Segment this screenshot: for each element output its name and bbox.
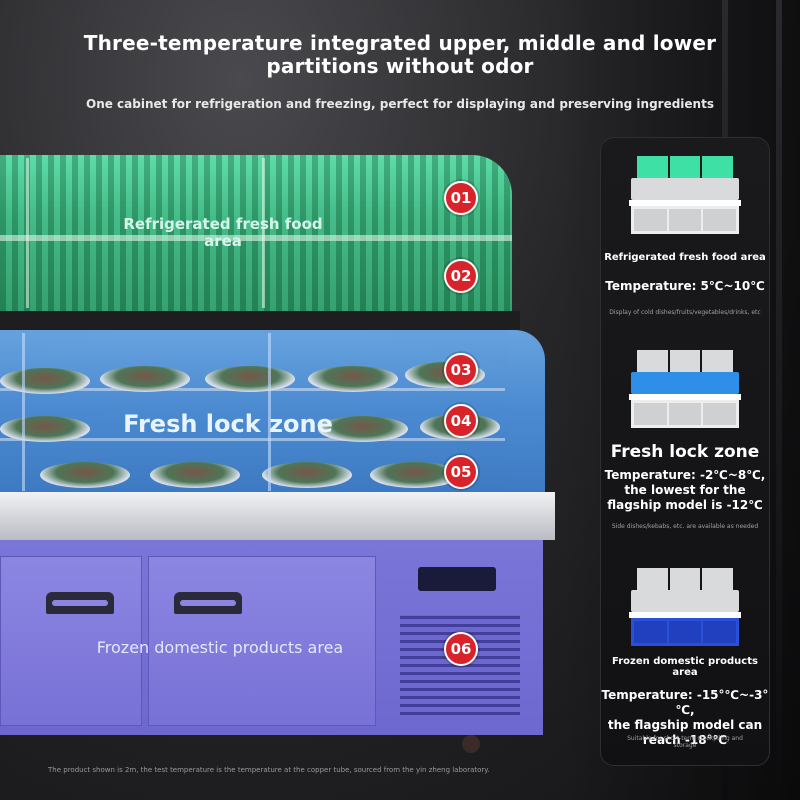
zone-marker-04: 04 bbox=[444, 404, 478, 438]
zone2-temperature: Temperature: -2℃~8℃, the lowest for the … bbox=[604, 468, 766, 512]
zone1-temperature: Temperature: 5℃~10℃ bbox=[605, 279, 765, 293]
zone2-title: Fresh lock zone bbox=[610, 442, 760, 462]
upper-zone-label: Refrigerated fresh food area bbox=[123, 215, 323, 250]
lower-zone-label: Frozen domestic products area bbox=[96, 638, 344, 657]
zone1-note: Display of cold dishes/fruits/vegetables… bbox=[609, 309, 761, 316]
zone3-temperature: Temperature: -15°℃~-3°℃, the flagship mo… bbox=[601, 688, 769, 747]
title-line-1: Three-temperature integrated upper, midd… bbox=[83, 31, 717, 55]
zone3-note: Suitable for short-term stockpiling and … bbox=[627, 735, 743, 749]
zone2-note: Side dishes/kebabs, etc. are available a… bbox=[611, 523, 759, 530]
zone-marker-06: 06 bbox=[444, 632, 478, 666]
page-title: Three-temperature integrated upper, midd… bbox=[0, 32, 800, 78]
control-panel bbox=[418, 567, 496, 591]
background-pillar bbox=[776, 0, 782, 800]
zone-marker-05: 05 bbox=[444, 455, 478, 489]
mini-cabinet-icon-zone2 bbox=[629, 350, 741, 430]
vent-grille bbox=[400, 615, 520, 720]
door-handle bbox=[46, 592, 114, 614]
zone-marker-02: 02 bbox=[444, 259, 478, 293]
caster-wheel bbox=[462, 735, 480, 753]
freezer-door bbox=[148, 556, 376, 726]
upper-glass-zone bbox=[0, 155, 512, 311]
mini-cabinet-icon-zone1 bbox=[629, 156, 741, 236]
zone-marker-01: 01 bbox=[444, 181, 478, 215]
cabinet-divider bbox=[0, 311, 520, 333]
door-handle bbox=[174, 592, 242, 614]
mini-cabinet-icon-zone3 bbox=[629, 568, 741, 648]
steel-rail bbox=[0, 492, 555, 540]
zone1-title: Refrigerated fresh food area bbox=[604, 252, 766, 263]
middle-zone-label: Fresh lock zone bbox=[123, 410, 333, 438]
zone-marker-03: 03 bbox=[444, 353, 478, 387]
zone-info-card: Refrigerated fresh food area Temperature… bbox=[600, 137, 770, 766]
zone3-title: Frozen domestic products area bbox=[612, 656, 758, 678]
footnote: The product shown is 2m, the test temper… bbox=[48, 766, 490, 774]
freezer-door bbox=[0, 556, 142, 726]
title-line-2: partitions without odor bbox=[266, 54, 534, 78]
page-subtitle: One cabinet for refrigeration and freezi… bbox=[86, 97, 714, 111]
